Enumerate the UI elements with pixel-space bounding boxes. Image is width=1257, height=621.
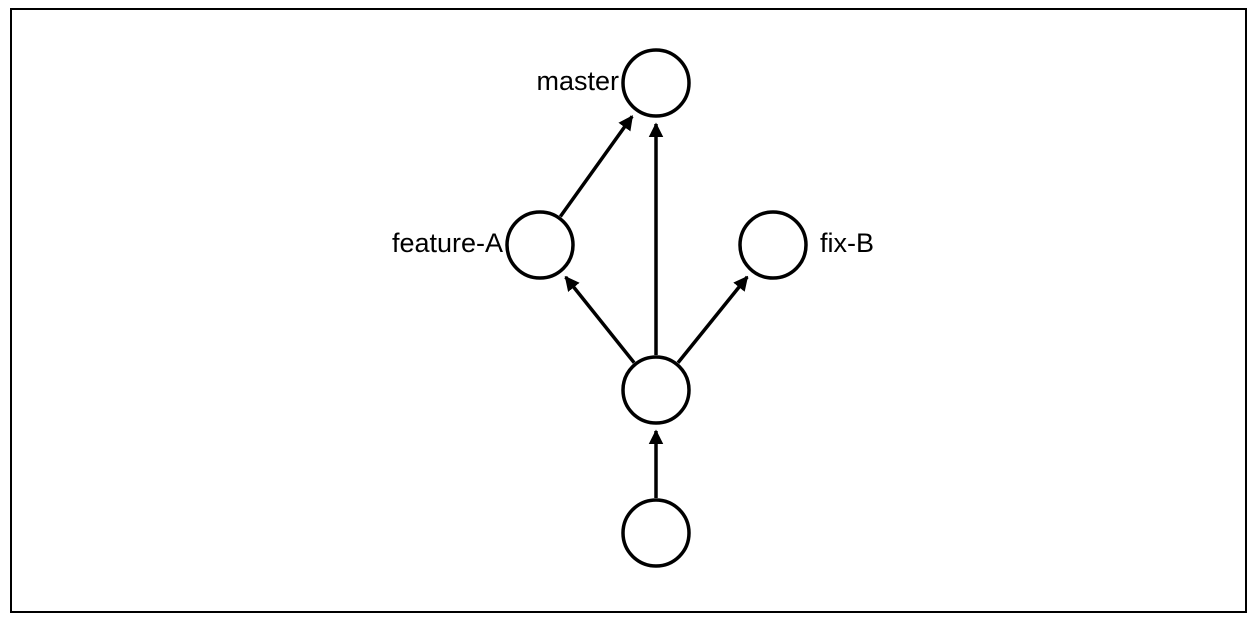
branch-label-master: master — [536, 66, 619, 96]
arrow-feature-a-to-master — [558, 115, 634, 218]
arrow-base-to-feature-a — [564, 275, 636, 364]
labels-layer: master feature-A fix-B — [392, 66, 874, 258]
nodes-layer — [505, 48, 808, 568]
branch-label-feature-a: feature-A — [392, 228, 503, 258]
commit-node-fix-b — [738, 210, 808, 280]
commit-node-root — [621, 498, 691, 568]
commit-node-master — [621, 48, 691, 118]
arrow-base-to-fix-b — [676, 275, 749, 364]
branch-label-fix-b: fix-B — [820, 228, 874, 258]
commit-node-base — [621, 355, 691, 425]
edges-layer — [558, 115, 749, 498]
commit-node-feature-a — [505, 210, 575, 280]
